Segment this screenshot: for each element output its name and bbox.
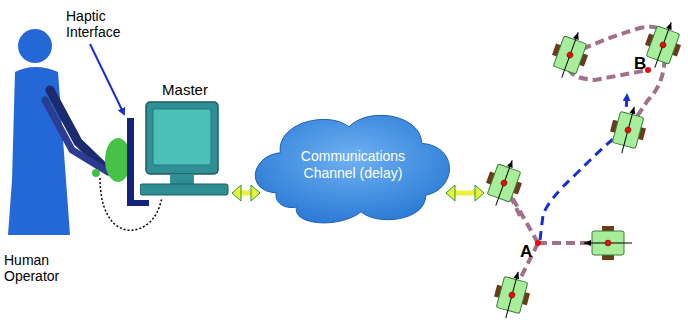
connector [232, 185, 260, 201]
point-label: A [520, 244, 540, 260]
human-operator [8, 29, 108, 235]
label: Haptic Interface [66, 8, 136, 40]
robot [480, 17, 687, 323]
trajectory [540, 95, 627, 240]
cloud-node: Communications Channel (delay) [252, 108, 454, 226]
node-heading: Master [140, 82, 230, 98]
label: Human Operator [4, 252, 74, 284]
link-arrow [446, 185, 484, 201]
monitor-shape [140, 84, 230, 198]
point-label: B [634, 56, 654, 72]
monitor-node: Master [140, 84, 230, 198]
node-text: Communications Channel (delay) [298, 148, 408, 182]
